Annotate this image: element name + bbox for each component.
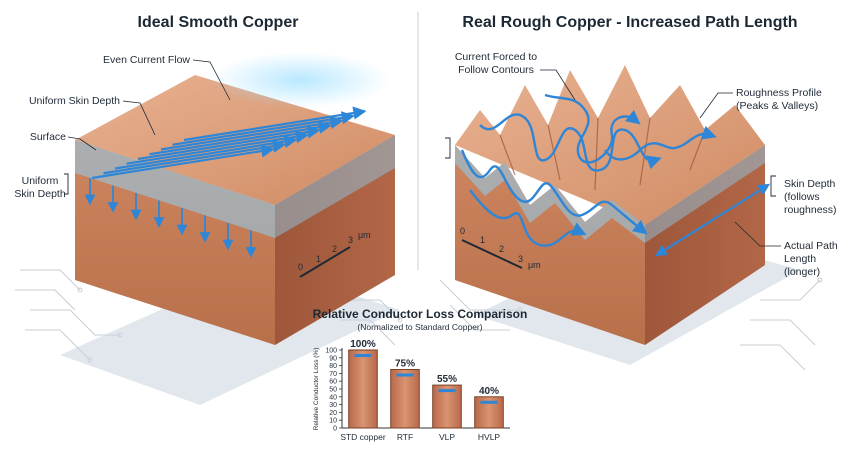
chart-bar-stripe (480, 400, 498, 404)
current-arrow (183, 106, 367, 142)
current-arrow (137, 125, 321, 161)
current-arrow (91, 144, 275, 180)
chart-value-label: 100% (350, 339, 376, 350)
even-current-arrows (91, 106, 367, 180)
left-scale-tick-0: 0 (298, 262, 303, 272)
label-surface: Surface (30, 131, 66, 143)
smooth-side-face (275, 135, 395, 345)
left-scale-unit: μm (358, 230, 371, 240)
left-scale-tick-3: 3 (348, 235, 353, 245)
label-skin-depth-c: roughness) (784, 204, 837, 216)
left-callouts: Ideal Smooth Copper Even Current Flow Un… (14, 14, 298, 200)
chart-value-label: 55% (437, 374, 457, 385)
rough-side-face (645, 145, 765, 345)
current-arrow (160, 116, 344, 151)
label-skin-depth: Skin Depth (14, 188, 66, 200)
chart-category-label: RTF (397, 432, 413, 442)
label-actual-path-a: Actual Path (784, 240, 838, 252)
chart-ytick-label: 90 (329, 355, 337, 362)
label-skin-depth-b: (follows (784, 191, 820, 203)
chart-value-label: 75% (395, 359, 415, 370)
label-actual-path-b: Length (784, 253, 816, 265)
chart-ytick-label: 10 (329, 418, 337, 425)
chart-ylabel: Relative Conductor Loss (%) (313, 348, 320, 431)
current-arrow (103, 139, 287, 175)
right-scale-tick-1: 1 (480, 235, 485, 245)
current-arrow (149, 120, 333, 156)
rough-skin-layer (455, 145, 645, 243)
label-roughness-b: (Peaks & Valleys) (736, 100, 818, 112)
label-roughness-a: Roughness Profile (736, 87, 822, 99)
chart-category-label: STD copper (340, 432, 386, 442)
chart-ytick-label: 30 (329, 402, 337, 409)
current-arrow (172, 111, 356, 146)
label-uniform-skin-depth-top: Uniform Skin Depth (29, 95, 120, 107)
conductor-loss-chart: Relative Conductor Loss Comparison (Norm… (313, 307, 528, 442)
chart-category-label: VLP (439, 432, 455, 442)
chart-ytick-label: 70 (329, 371, 337, 378)
chart-bar (390, 369, 420, 429)
chart-ytick-label: 100 (325, 348, 337, 355)
chart-bars: 100% STD copper 75% RTF 55% VLP 40% HVLP (340, 339, 504, 442)
chart-ytick-label: 80 (329, 363, 337, 370)
label-current-forced-b: Follow Contours (458, 64, 534, 76)
left-scale: 0 1 2 3 μm (298, 230, 371, 278)
chart-ytick-label: 20 (329, 410, 337, 417)
right-scale-tick-2: 2 (499, 244, 504, 254)
left-title: Ideal Smooth Copper (138, 14, 299, 31)
chart-value-label: 40% (479, 386, 499, 397)
smooth-skin-layer-front (75, 140, 275, 238)
path-length-arrow (654, 183, 771, 257)
chart-category-label: HVLP (478, 432, 501, 442)
skin-depth-down-arrows (84, 178, 257, 258)
right-scale-tick-0: 0 (460, 226, 465, 236)
chart-bar-stripe (354, 354, 372, 357)
chart-subtitle: (Normalized to Standard Copper) (357, 322, 482, 332)
chart-bar (348, 349, 378, 429)
contour-current-paths (460, 93, 717, 247)
label-even-current-flow: Even Current Flow (103, 54, 190, 66)
chart-ytick-label: 0 (333, 426, 337, 433)
smooth-skin-layer-side (275, 135, 395, 238)
left-scale-tick-2: 2 (332, 244, 337, 254)
chart-ytick-label: 40 (329, 394, 337, 401)
label-skin-depth-a: Skin Depth (784, 178, 836, 190)
label-uniform: Uniform (22, 175, 59, 187)
chart-bar (432, 384, 462, 429)
chart-title: Relative Conductor Loss Comparison (313, 307, 528, 321)
chart-bar-stripe (396, 373, 414, 377)
chart-ytick-label: 50 (329, 387, 337, 394)
chart-ytick-label: 60 (329, 379, 337, 386)
right-scale-tick-3: 3 (518, 254, 523, 264)
current-arrow (114, 135, 298, 170)
current-arrow (126, 130, 310, 165)
right-scale-unit: μm (528, 260, 541, 270)
chart-bar-stripe (438, 389, 456, 393)
label-current-forced-a: Current Forced to (455, 51, 537, 63)
label-actual-path-c: (longer) (784, 266, 820, 278)
right-scale: 0 1 2 3 μm (460, 226, 541, 270)
left-scale-tick-1: 1 (316, 254, 321, 264)
right-title: Real Rough Copper - Increased Path Lengt… (462, 14, 797, 31)
right-callouts: Real Rough Copper - Increased Path Lengt… (445, 14, 838, 278)
